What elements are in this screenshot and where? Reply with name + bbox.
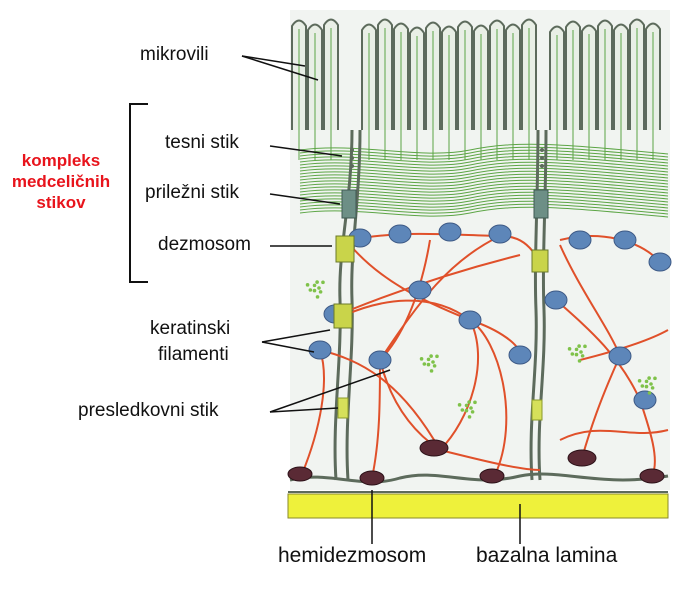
label-junctional-complex: kompleks medceličnih stikov	[2, 150, 120, 213]
gap-junction-plaque-left	[338, 398, 348, 418]
attachment-disc	[614, 231, 636, 249]
basal-lamina-band	[288, 494, 668, 518]
granule	[309, 288, 313, 292]
label-tight-junction: tesni stik	[165, 132, 239, 154]
granule	[321, 281, 325, 285]
attachment-disc	[649, 253, 671, 271]
complex-line2: medceličnih	[2, 171, 120, 192]
label-gap-junction: presledkovni stik	[78, 400, 218, 422]
granule	[638, 379, 642, 383]
attachment-disc	[569, 231, 591, 249]
hemidesmosome	[420, 440, 448, 456]
granule	[641, 384, 645, 388]
desmosome-plaque-right	[532, 250, 548, 272]
granule	[465, 404, 469, 408]
granule	[458, 403, 462, 407]
attachment-disc	[409, 281, 431, 299]
granule	[571, 352, 575, 356]
granule	[430, 369, 434, 373]
hemidesmosome	[360, 471, 384, 485]
granule	[647, 376, 651, 380]
attachment-disc	[459, 311, 481, 329]
granule	[577, 344, 581, 348]
hemidesmosome	[480, 469, 504, 483]
granule	[467, 400, 471, 404]
granule	[649, 382, 653, 386]
attachment-disc	[389, 225, 411, 243]
granule	[648, 391, 652, 395]
granule	[313, 284, 317, 288]
granule	[468, 415, 472, 419]
attachment-disc	[489, 225, 511, 243]
complex-line1: kompleks	[2, 150, 120, 171]
label-keratin-filaments: keratinski filamenti	[150, 316, 230, 368]
granule	[420, 357, 424, 361]
granule	[315, 280, 319, 284]
granule	[429, 354, 433, 358]
granule	[583, 345, 587, 349]
granule	[651, 386, 655, 390]
granule	[423, 362, 427, 366]
granule	[465, 409, 469, 413]
complex-line3: stikov	[2, 192, 120, 213]
granule	[313, 289, 317, 293]
hemidesmosome	[568, 450, 596, 466]
granule	[435, 355, 439, 359]
hemidesmosome	[640, 469, 664, 483]
attachment-disc	[369, 351, 391, 369]
label-desmosome: dezmosom	[158, 234, 251, 256]
granule	[653, 377, 657, 381]
granule	[579, 350, 583, 354]
granule	[469, 406, 473, 410]
granule	[471, 410, 475, 414]
granule	[317, 286, 321, 290]
attachment-disc	[509, 346, 531, 364]
adherens-junction-plaque	[342, 190, 356, 218]
keratin-line2: filamenti	[150, 344, 229, 365]
desmosome-plaque-left	[336, 236, 354, 262]
granule	[319, 290, 323, 294]
desmosome-plaque-left-2	[334, 304, 352, 328]
granule	[427, 363, 431, 367]
gap-junction-plaque-right	[532, 400, 542, 420]
granule	[581, 354, 585, 358]
label-adherens-junction: priležni stik	[145, 182, 239, 204]
granule	[578, 359, 582, 363]
attachment-disc	[545, 291, 567, 309]
label-microvilli: mikrovili	[140, 44, 209, 66]
granule	[575, 348, 579, 352]
hemidesmosome	[288, 467, 312, 481]
keratin-line1: keratinski	[150, 318, 230, 339]
adherens-junction-plaque-right	[534, 190, 548, 218]
granule	[433, 364, 437, 368]
attachment-disc	[439, 223, 461, 241]
label-hemidesmosome: hemidezmosom	[278, 544, 426, 568]
granule	[645, 380, 649, 384]
granule	[306, 283, 310, 287]
granule	[431, 360, 435, 364]
granule	[575, 353, 579, 357]
granule	[645, 385, 649, 389]
label-basal-lamina: bazalna lamina	[476, 544, 617, 568]
granule	[316, 295, 320, 299]
granule	[568, 347, 572, 351]
attachment-disc	[609, 347, 631, 365]
granule	[461, 408, 465, 412]
granule	[473, 401, 477, 405]
attachment-disc	[309, 341, 331, 359]
granule	[427, 358, 431, 362]
attachment-disc	[634, 391, 656, 409]
